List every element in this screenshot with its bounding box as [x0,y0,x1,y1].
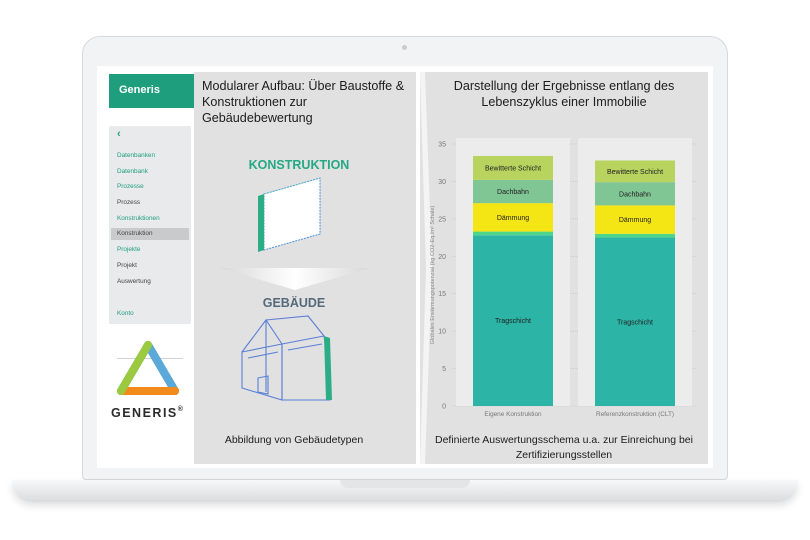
y-tick-label: 15 [438,291,446,298]
sidebar-item-prozess[interactable]: Prozess [117,199,141,206]
y-axis-label: Globales Erwärmungspotenzial (kg CO2-Eq.… [430,206,436,345]
konstruktion-label: KONSTRUKTION [248,158,350,172]
bar-segment [473,203,553,232]
results-caption: Definierte Auswertungsschema u.a. zur Ei… [435,434,693,461]
bar-segment [595,233,675,238]
logo-wordmark: GENERIS® [111,406,185,420]
x-tick-label: Referenzkonstruktion (CLT) [596,411,674,418]
generis-logo-icon [117,341,179,395]
y-tick-label: 25 [438,216,446,223]
y-tick-label: 5 [442,366,446,373]
brand-header[interactable]: Generis [109,74,194,108]
bar-segment-label: Tragschicht [617,319,653,326]
sidebar-item-datenbanken[interactable]: Datenbanken [117,152,156,159]
bar-segment [595,182,675,206]
results-panel: Darstellung der Ergebnisse entlang des L… [420,72,708,464]
y-tick-label: 30 [438,179,446,186]
bar-segment-label: Bewitterte Schicht [485,165,541,172]
x-tick-label: Eigene Konstruktion [484,411,542,418]
back-chevron-icon[interactable]: ‹ [117,128,121,140]
middle-caption: Abbildung von Gebäudetypen [224,434,364,446]
sidebar-item-projekt[interactable]: Projekt [117,262,137,269]
sidebar-item-prozesse[interactable]: Prozesse [117,183,144,190]
bar-segment [473,155,553,180]
bar-segment [595,205,675,234]
house-icon [241,315,332,401]
y-tick-label: 0 [442,404,446,411]
bar-segment-label: Dachbahn [619,191,651,198]
results-heading: Darstellung der Ergebnisse entlang des L… [453,79,675,109]
bar-segment [473,179,553,204]
sidebar-item-konto[interactable]: Konto [117,310,134,317]
sidebar-item-auswertung[interactable]: Auswertung [117,278,151,285]
webcam [402,45,407,50]
y-tick-label: 10 [438,329,446,336]
sidebar-item-projekte[interactable]: Projekte [117,246,141,253]
gebaeude-label: GEBÄUDE [262,296,326,310]
y-tick-label: 20 [438,254,446,261]
sidebar-item-datenbank[interactable]: Datenbank [117,168,148,175]
bar-segment-label: Tragschicht [495,318,531,325]
laptop-base [12,480,798,502]
construction-panel: Modularer Aufbau: Über Baustoffe & Konst… [194,72,416,464]
bar-segment [595,237,675,406]
bar-segment-label: Dämmung [497,215,529,222]
down-arrow-icon [220,268,370,290]
wall-element-icon [258,177,321,252]
laptop-notch [340,480,470,488]
bar-segment [473,231,553,236]
sidebar-active-highlight [111,228,189,240]
bar-segment [473,235,553,406]
sidebar-item-konstruktionen[interactable]: Konstruktionen [117,215,160,222]
y-tick-label: 35 [438,142,446,149]
bar-segment-label: Bewitterte Schicht [607,169,663,176]
bar-segment-label: Dachbahn [497,189,529,196]
bar-segment [595,160,675,183]
sidebar-divider [117,358,183,359]
bar-segment-label: Dämmung [619,217,651,224]
chevron-divider-icon [420,72,432,464]
sidebar-item-konstruktion[interactable]: Konstruktion [117,230,153,237]
middle-heading: Modularer Aufbau: Über Baustoffe & Konst… [202,79,405,125]
